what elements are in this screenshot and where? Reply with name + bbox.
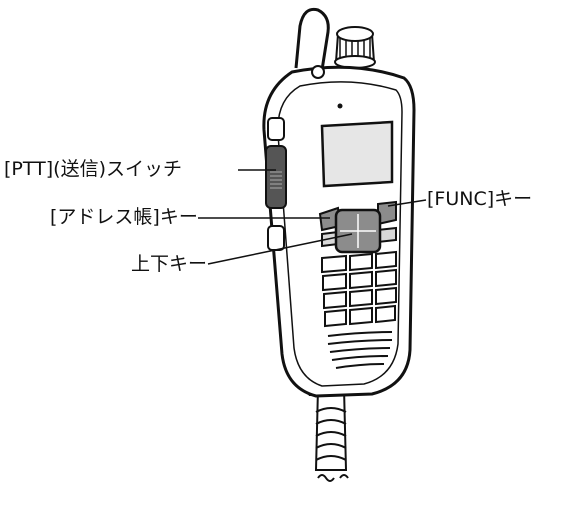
display-screen: [320, 120, 394, 188]
leader-func: [387, 199, 427, 207]
label-ptt-switch: [PTT](送信)スイッチ: [4, 158, 182, 180]
label-up-down-key: 上下キー: [131, 253, 208, 275]
keypad: [321, 250, 397, 328]
strap-loop: [294, 7, 330, 71]
side-buttons: [265, 117, 287, 251]
label-func-key: [FUNC]キー: [427, 188, 533, 210]
speaker-grille: [327, 331, 393, 369]
leader-lines: [198, 169, 427, 265]
leader-updown: [207, 233, 353, 265]
led-indicator: [337, 103, 343, 109]
up-down-key: [334, 208, 382, 254]
cable: [308, 387, 354, 482]
rotary-knob: [334, 26, 376, 69]
label-address-book-key: [アドレス帳]キー: [50, 206, 198, 228]
